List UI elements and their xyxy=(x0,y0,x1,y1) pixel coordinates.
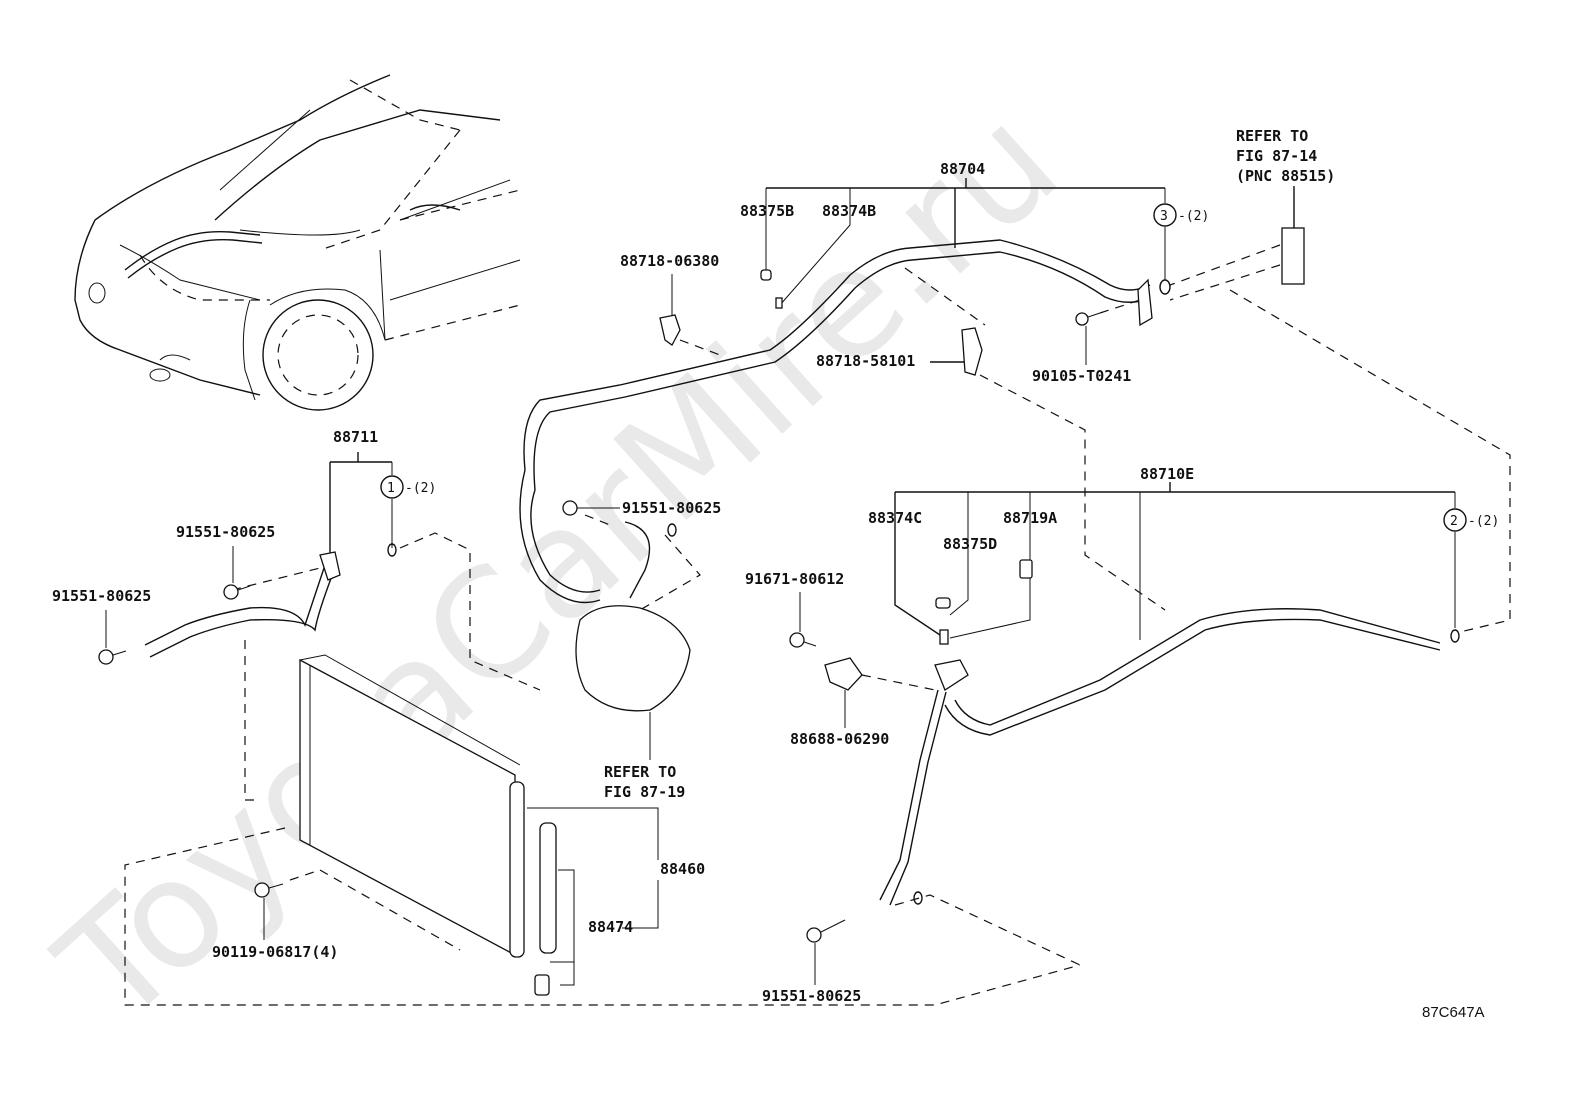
condenser-88460[interactable]: 88460 xyxy=(124,654,1081,1006)
svg-text:REFER TO: REFER TO xyxy=(604,763,676,781)
bolt-91551-80625-c[interactable]: 91551-80625 xyxy=(562,499,721,611)
clamp-88688-06290[interactable]: 88688-06290 xyxy=(790,657,936,748)
svg-text:88688-06290: 88688-06290 xyxy=(790,730,889,748)
o-ring-icon xyxy=(387,543,397,557)
svg-text:91551-80625: 91551-80625 xyxy=(762,987,861,1005)
svg-text:91671-80612: 91671-80612 xyxy=(745,570,844,588)
bolt-91551-80625-b[interactable]: 91551-80625 xyxy=(52,587,151,665)
svg-text:3: 3 xyxy=(1160,209,1168,224)
svg-text:REFER TO: REFER TO xyxy=(1236,127,1308,145)
svg-text:88375B: 88375B xyxy=(740,202,794,220)
svg-text:2: 2 xyxy=(1450,514,1458,529)
svg-text:-(2): -(2) xyxy=(1178,209,1209,224)
discharge-hose-88711[interactable]: 88711 1 -(2) xyxy=(144,428,541,801)
svg-text:88718-58101: 88718-58101 xyxy=(816,352,915,370)
bolt-91551-80625-d[interactable]: 91551-80625 xyxy=(762,919,861,1005)
svg-text:91551-80625: 91551-80625 xyxy=(176,523,275,541)
clamp-88718-06380[interactable]: 88718-06380 xyxy=(620,252,721,356)
bolt-90119-06817[interactable]: 90119-06817(4) xyxy=(212,869,461,961)
marker-2-circle xyxy=(1443,508,1467,532)
svg-text:88375D: 88375D xyxy=(943,535,997,553)
svg-text:88474: 88474 xyxy=(588,918,633,936)
bolt-91671-80612[interactable]: 91671-80612 xyxy=(745,570,844,648)
cap-icon xyxy=(760,269,772,281)
svg-text:91551-80625: 91551-80625 xyxy=(52,587,151,605)
diagram-id: 87C647A xyxy=(1422,1004,1485,1021)
dryer-88474[interactable]: 88474 xyxy=(534,822,633,996)
svg-text:88711: 88711 xyxy=(333,428,378,446)
expansion-valve-icon xyxy=(1281,227,1305,285)
svg-text:91551-80625: 91551-80625 xyxy=(622,499,721,517)
pressure-switch-icon xyxy=(1019,559,1033,579)
svg-text:88374C: 88374C xyxy=(868,509,922,527)
svg-text:88718-06380: 88718-06380 xyxy=(620,252,719,270)
liquid-tube-88710e[interactable]: 88710E 2 -(2) 88374C 88375D 88719A xyxy=(868,465,1499,966)
svg-text:1: 1 xyxy=(387,481,395,496)
marker-1-circle xyxy=(380,475,404,499)
svg-text:90105-T0241: 90105-T0241 xyxy=(1032,367,1131,385)
o-ring-icon xyxy=(1159,279,1171,295)
svg-text:90119-06817(4): 90119-06817(4) xyxy=(212,943,338,961)
svg-text:88374B: 88374B xyxy=(822,202,876,220)
cap-icon xyxy=(935,597,951,609)
o-ring-icon xyxy=(1450,629,1460,643)
svg-text:-(2): -(2) xyxy=(405,481,436,496)
svg-text:88704: 88704 xyxy=(940,160,985,178)
svg-text:88710E: 88710E xyxy=(1140,465,1194,483)
valve-icon xyxy=(775,297,783,309)
refer-fig-87-14[interactable]: REFER TO FIG 87-14 (PNC 88515) xyxy=(1169,127,1511,633)
watermark: ToyotaCarMire.ru xyxy=(27,75,1091,1057)
vehicle-illustration xyxy=(74,74,521,411)
svg-text:88719A: 88719A xyxy=(1003,509,1057,527)
marker-3-circle xyxy=(1153,203,1177,227)
suction-pipe-88704[interactable] xyxy=(519,239,1153,604)
bolt-91551-80625-a[interactable]: 91551-80625 xyxy=(176,523,275,600)
svg-text:88460: 88460 xyxy=(660,860,705,878)
watermark-text: ToyotaCarMire.ru xyxy=(27,75,1091,1057)
svg-text:FIG 87-19: FIG 87-19 xyxy=(604,783,685,801)
svg-text:FIG 87-14: FIG 87-14 xyxy=(1236,147,1317,165)
svg-text:-(2): -(2) xyxy=(1468,514,1499,529)
svg-text:(PNC 88515): (PNC 88515) xyxy=(1236,167,1335,185)
compressor-refer-fig-87-19[interactable]: REFER TO FIG 87-19 xyxy=(575,605,691,801)
bolt-90105-t0241[interactable]: 90105-T0241 xyxy=(1032,299,1141,385)
valve-icon xyxy=(939,629,949,645)
callout-88704: 88704 88375B 88374B 3 -(2) xyxy=(740,160,1209,309)
